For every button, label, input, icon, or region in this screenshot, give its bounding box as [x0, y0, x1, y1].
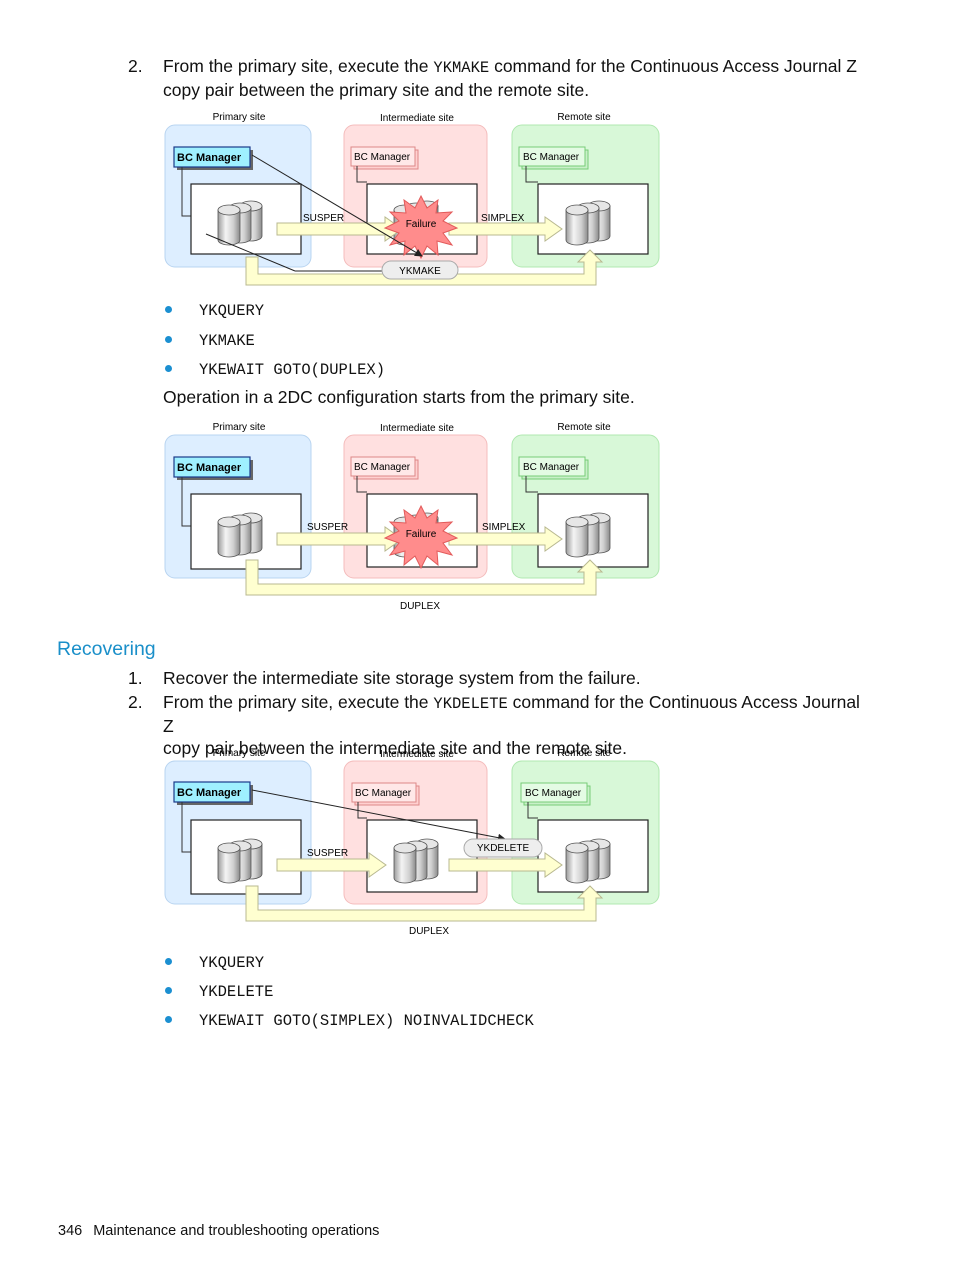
- arrow-ykmake-pair: [245, 249, 604, 286]
- svg-text:BC Manager: BC Manager: [525, 788, 582, 799]
- ykdelete-badge: [463, 838, 543, 858]
- step-number: 1.: [128, 668, 143, 688]
- step-text-after: command for the Continuous Access Journa…: [489, 56, 857, 76]
- arrow-susper: [276, 852, 387, 878]
- duplex-label: DUPLEX: [409, 926, 449, 937]
- intermediate-site-label: Intermediate site: [380, 749, 454, 760]
- bullet-dot: [165, 958, 172, 965]
- diagram-2dc: Primary site Intermediate site Remote si…: [164, 422, 660, 612]
- failure-burst: [383, 194, 459, 260]
- recover-step-2: 2. From the primary site, execute the YK…: [128, 691, 888, 758]
- remote-site-label: Remote site: [557, 422, 611, 433]
- bc-manager-intermediate: BC Manager: [351, 782, 420, 806]
- step-number: 2.: [128, 692, 143, 712]
- remote-site-label: Remote site: [557, 112, 611, 123]
- bullet-command: YKMAKE: [199, 332, 255, 350]
- step-text-line2: copy pair between the primary site and t…: [163, 80, 590, 100]
- svg-text:BC Manager: BC Manager: [177, 787, 242, 799]
- failure-label: Failure: [406, 529, 437, 540]
- bc-manager-remote: BC Manager: [518, 146, 589, 170]
- susper-label: SUSPER: [307, 848, 348, 859]
- bullet-command: YKQUERY: [199, 954, 265, 972]
- step-text-before: From the primary site, execute the: [163, 56, 434, 76]
- bullet-dot: [165, 306, 172, 313]
- step-number: 2.: [128, 56, 143, 76]
- step-text: From the primary site, execute the YKDEL…: [163, 691, 868, 759]
- remote-site-label: Remote site: [557, 748, 611, 759]
- arrow-duplex: [245, 559, 604, 596]
- page-footer: 346 Maintenance and troubleshooting opera…: [58, 1223, 379, 1239]
- bc-manager-primary: BC Manager: [173, 146, 253, 170]
- bullet-dot: [165, 1016, 172, 1023]
- bullet-dot: [165, 365, 172, 372]
- command-name: YKDELETE: [433, 695, 508, 713]
- bullet-dot: [165, 987, 172, 994]
- simplex-label: SIMPLEX: [481, 213, 525, 224]
- ykdelete-label: YKDELETE: [477, 843, 530, 854]
- bc-manager-primary: BC Manager: [173, 781, 253, 805]
- bc-manager-remote: BC Manager: [518, 456, 589, 480]
- svg-text:BC Manager: BC Manager: [177, 462, 242, 474]
- bc-manager-remote: BC Manager: [520, 782, 591, 806]
- simplex-label: SIMPLEX: [482, 522, 526, 533]
- bullet-command: YKDELETE: [199, 983, 274, 1001]
- intermediate-site-label: Intermediate site: [380, 113, 454, 124]
- ykmake-label: YKMAKE: [399, 266, 441, 277]
- failure-burst: [383, 504, 459, 570]
- footer-section-title: Maintenance and troubleshooting operatio…: [93, 1223, 380, 1239]
- svg-text:BC Manager: BC Manager: [354, 462, 411, 473]
- bullet-command: YKEWAIT GOTO(SIMPLEX) NOINVALIDCHECK: [199, 1012, 534, 1030]
- ykmake-badge: [381, 260, 459, 280]
- bullet-command: YKEWAIT GOTO(DUPLEX): [199, 361, 386, 379]
- duplex-label: DUPLEX: [400, 601, 440, 612]
- primary-site-label: Primary site: [213, 748, 266, 759]
- arrow-simplex: [448, 216, 563, 242]
- arrow-susper: [276, 216, 403, 242]
- bc-manager-intermediate: BC Manager: [350, 146, 419, 170]
- svg-text:BC Manager: BC Manager: [523, 152, 580, 163]
- failure-label: Failure: [406, 219, 437, 230]
- arrow-susper: [276, 526, 403, 552]
- arrow-intermediate-to-remote: [448, 852, 563, 878]
- intermediate-site-label: Intermediate site: [380, 423, 454, 434]
- svg-text:BC Manager: BC Manager: [355, 788, 412, 799]
- bullet-dot: [165, 336, 172, 343]
- diagram-ykmake: Primary site Intermediate site Remote si…: [164, 112, 660, 286]
- paragraph-2dc: Operation in a 2DC configuration starts …: [163, 387, 635, 407]
- bc-manager-primary: BC Manager: [173, 456, 253, 480]
- page-number: 346: [58, 1223, 83, 1239]
- arrow-simplex: [448, 526, 563, 552]
- step-text: Recover the intermediate site storage sy…: [163, 668, 641, 688]
- recover-step-1: 1. Recover the intermediate site storage…: [128, 667, 888, 689]
- svg-text:BC Manager: BC Manager: [177, 152, 242, 164]
- step-text: From the primary site, execute the YKMAK…: [163, 55, 868, 101]
- primary-site-label: Primary site: [213, 112, 266, 123]
- diagram-ykdelete: Primary site Intermediate site Remote si…: [164, 748, 660, 937]
- step-text-line2: copy pair between the intermediate site …: [163, 738, 628, 758]
- susper-label: SUSPER: [303, 213, 344, 224]
- step-ykmake: 2. From the primary site, execute the YK…: [128, 55, 888, 101]
- svg-text:BC Manager: BC Manager: [523, 462, 580, 473]
- primary-site-label: Primary site: [213, 422, 266, 433]
- bc-manager-intermediate: BC Manager: [350, 456, 419, 480]
- step-text-before: From the primary site, execute the: [163, 692, 434, 712]
- bullet-command: YKQUERY: [199, 302, 265, 320]
- command-name: YKMAKE: [433, 59, 490, 77]
- section-heading-recovering: Recovering: [57, 638, 156, 660]
- susper-label: SUSPER: [307, 522, 348, 533]
- arrow-duplex: [245, 885, 604, 922]
- svg-text:BC Manager: BC Manager: [354, 152, 411, 163]
- step-text-after: command for the Continuous Access Journa…: [163, 692, 860, 736]
